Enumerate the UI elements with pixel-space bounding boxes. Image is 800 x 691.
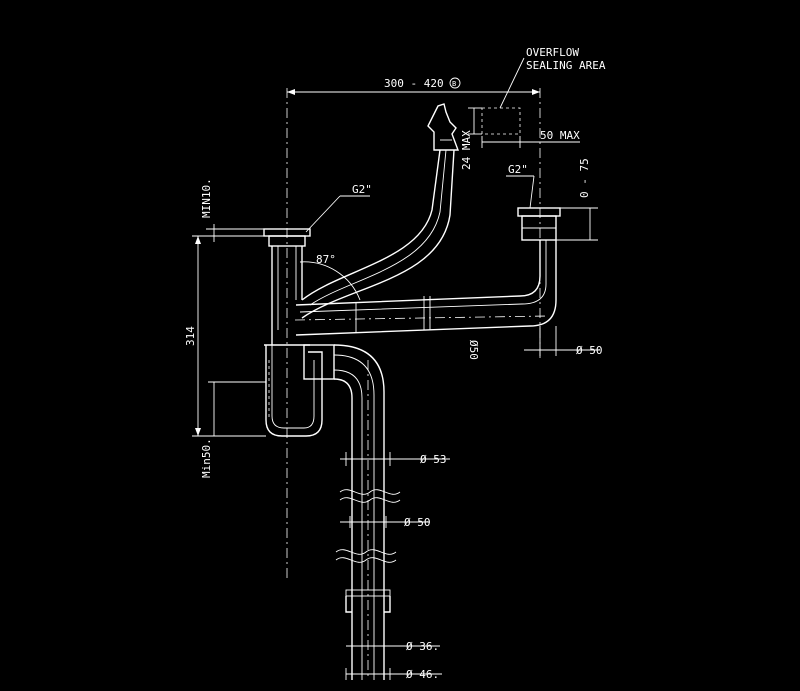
dia-36-label: Ø 36. (406, 640, 439, 653)
overflow-hose (301, 103, 521, 319)
min10-label: MIN10. (200, 178, 213, 218)
dia-53-label: Ø 53 (420, 453, 447, 466)
dia-50-lower-label: Ø 50 (404, 516, 431, 529)
range-0-75-label: 0 - 75 (578, 158, 591, 198)
width-note-circle (449, 77, 461, 89)
max-24-label: 24 MAX (460, 130, 473, 170)
overflow-sealing-area (481, 107, 521, 135)
outlet-nut (303, 344, 335, 380)
overflow-label-line1: OVERFLOW (526, 46, 579, 59)
width-range-label: 300 - 420 (384, 77, 444, 90)
width-note-label: B (452, 80, 456, 88)
g2-left-label: G2" (352, 183, 372, 196)
angle-87-label: 87° (316, 253, 336, 266)
g2-right-label: G2" (508, 163, 528, 176)
center-lines (286, 88, 549, 680)
dia-50-horizontal-label: Ø50 (467, 340, 480, 360)
labels: OVERFLOW SEALING AREA 300 - 420 B 50 MAX… (184, 46, 606, 681)
center-line-horizontal-pipe (294, 315, 549, 321)
overflow-label-line2: SEALING AREA (526, 59, 606, 72)
outlet-pipe (303, 344, 401, 680)
dia-46-label: Ø 46. (406, 668, 439, 681)
min50-label: Min50. (200, 438, 213, 478)
horizontal-pipe (295, 207, 561, 336)
height-314-label: 314 (184, 326, 197, 346)
right-flange (517, 207, 561, 217)
dia-50-right-label: Ø 50 (576, 344, 603, 357)
trap-bottle (265, 345, 323, 437)
dimensions (192, 57, 600, 680)
trap-body (263, 228, 323, 437)
overflow-connector (427, 103, 460, 151)
max-50-label: 50 MAX (540, 129, 580, 142)
left-nut (268, 235, 306, 247)
